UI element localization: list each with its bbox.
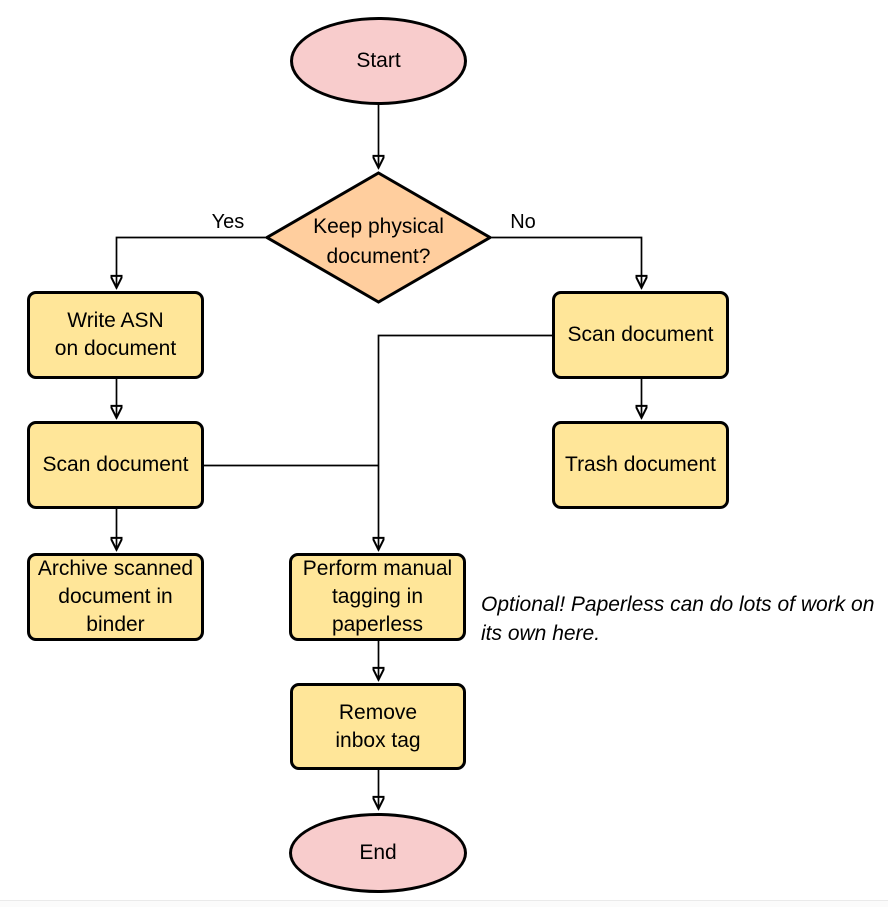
- diamond-shape: [265, 171, 492, 304]
- node-write-asn-label: Write ASN on document: [54, 309, 177, 360]
- node-scan-document-right-label: Scan document: [567, 323, 714, 346]
- node-scan-document-left: Scan document: [27, 421, 204, 509]
- edge-label-yes: Yes: [211, 211, 245, 233]
- node-write-asn: Write ASN on document: [27, 291, 204, 379]
- node-manual-tagging-label: Perform manual tagging in paperless: [302, 557, 453, 636]
- node-start-label: Start: [356, 49, 401, 72]
- node-trash-document: Trash document: [552, 421, 729, 509]
- node-remove-inbox-tag-label: Remove inbox tag: [335, 700, 421, 752]
- edge-scan-right-to-tagging: [379, 334, 552, 549]
- node-archive-in-binder: Archive scanned document in binder: [27, 553, 204, 641]
- edge-decision-to-write-asn: [117, 236, 265, 287]
- node-manual-tagging: Perform manual tagging in paperless: [289, 553, 466, 641]
- edge-decision-to-scan-right: [492, 236, 642, 287]
- node-archive-in-binder-label: Archive scanned document in binder: [37, 557, 194, 636]
- node-scan-document-left-label: Scan document: [42, 453, 189, 476]
- node-end-label: End: [359, 841, 397, 864]
- node-decision-keep-physical: Keep physical document?: [265, 171, 492, 304]
- optional-note: Optional! Paperless can do lots of work …: [481, 593, 875, 645]
- node-remove-inbox-tag: Remove inbox tag: [290, 683, 466, 770]
- node-scan-document-right: Scan document: [552, 291, 729, 379]
- node-trash-document-label: Trash document: [565, 453, 716, 476]
- page-bottom-edge: [0, 900, 888, 907]
- node-end: End: [289, 813, 467, 893]
- node-start: Start: [290, 17, 467, 105]
- node-decision-label: Keep physical document?: [313, 214, 444, 268]
- edge-label-no: No: [510, 211, 536, 233]
